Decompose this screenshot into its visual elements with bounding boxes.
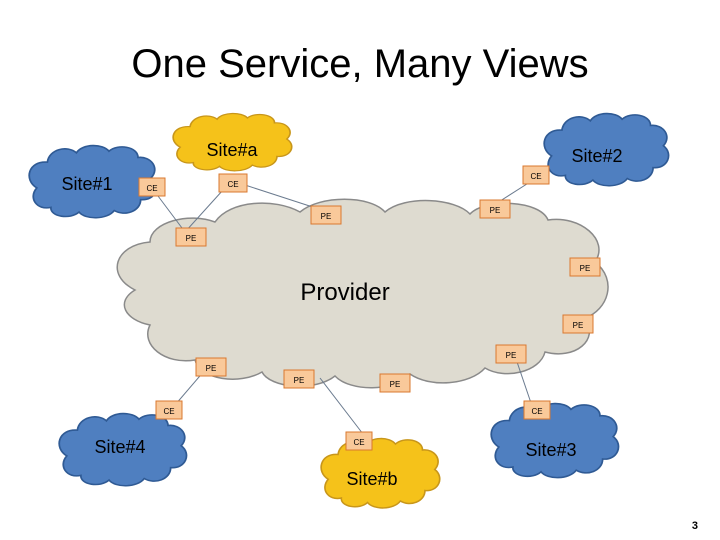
svg-text:PE: PE bbox=[294, 376, 305, 385]
svg-text:CE: CE bbox=[163, 407, 174, 416]
svg-text:PE: PE bbox=[390, 380, 401, 389]
svg-text:PE: PE bbox=[506, 351, 517, 360]
svg-text:PE: PE bbox=[573, 321, 584, 330]
site-4-label: Site#4 bbox=[94, 437, 145, 457]
site-b-label: Site#b bbox=[346, 469, 397, 489]
site-1-label: Site#1 bbox=[61, 174, 112, 194]
pe-router-right-lower: PE bbox=[562, 314, 594, 334]
link-ceb-pe bbox=[319, 377, 364, 435]
pe-router-top-right: PE bbox=[479, 199, 511, 219]
pe-router-top-left: PE bbox=[175, 227, 207, 247]
site-2-label: Site#2 bbox=[571, 146, 622, 166]
svg-text:PE: PE bbox=[490, 206, 501, 215]
ce-router-site2: CE bbox=[522, 165, 550, 185]
ce-router-site4: CE bbox=[155, 400, 183, 420]
pe-router-right-upper: PE bbox=[569, 257, 601, 277]
svg-text:CE: CE bbox=[227, 180, 238, 189]
svg-text:PE: PE bbox=[580, 264, 591, 273]
svg-text:PE: PE bbox=[206, 364, 217, 373]
svg-text:CE: CE bbox=[531, 407, 542, 416]
svg-text:CE: CE bbox=[146, 184, 157, 193]
slide-number: 3 bbox=[691, 520, 698, 532]
ce-router-site3: CE bbox=[523, 400, 551, 420]
svg-text:CE: CE bbox=[530, 172, 541, 181]
provider-label: Provider bbox=[300, 279, 389, 306]
pe-router-bottom-right: PE bbox=[495, 344, 527, 364]
link-ce1-pe bbox=[157, 195, 186, 233]
svg-text:PE: PE bbox=[186, 234, 197, 243]
ce-router-siteb: CE bbox=[345, 431, 373, 451]
ce-router-site1: CE bbox=[138, 177, 166, 197]
link-cea-pe bbox=[184, 189, 224, 233]
site-3-label: Site#3 bbox=[525, 440, 576, 460]
pe-router-top-mid: PE bbox=[310, 205, 342, 225]
pe-router-bottom-left: PE bbox=[195, 357, 227, 377]
ce-router-sitea: CE bbox=[218, 173, 248, 193]
pe-router-bottom-mid: PE bbox=[283, 369, 315, 389]
svg-text:CE: CE bbox=[353, 438, 364, 447]
link-ce3-pe bbox=[514, 355, 532, 404]
svg-text:PE: PE bbox=[321, 212, 332, 221]
site-a-label: Site#a bbox=[206, 140, 258, 160]
slide-title: One Service, Many Views bbox=[131, 42, 589, 86]
pe-router-bottom-center: PE bbox=[379, 373, 411, 393]
